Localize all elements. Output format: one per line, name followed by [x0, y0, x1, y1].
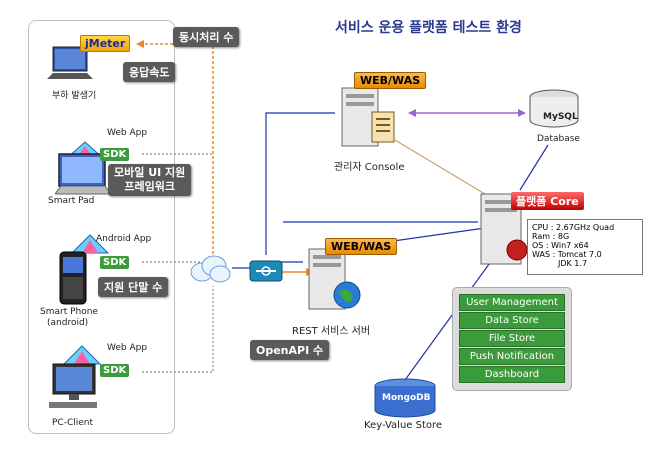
mobile-ui-metric-line1: 모바일 UI 지원 — [114, 166, 186, 179]
prism-icon — [70, 234, 110, 254]
switch-icon — [249, 260, 283, 282]
cloud-icon — [190, 255, 231, 283]
mongodb-icon — [374, 378, 436, 418]
phone-app-type: Android App — [96, 234, 152, 244]
pc-caption: PC-Client — [52, 418, 94, 428]
tablet-icon — [55, 153, 112, 195]
core-spec-os: OS : Win7 x64 — [532, 241, 589, 250]
mobile-ui-metric-line2: 프레임워크 — [124, 180, 175, 193]
admin-server-caption: 관리자 Console — [334, 162, 405, 173]
core-spec-jdk: JDK 1.7 — [558, 259, 588, 268]
openapi-metric: OpenAPI 수 — [250, 340, 330, 360]
core-spec-ram: Ram : 8G — [532, 232, 570, 241]
module-push-notification: Push Notification — [459, 348, 565, 365]
core-spec-box: CPU : 2.67GHz Quad Ram : 8G OS : Win7 x6… — [527, 219, 643, 275]
desktop-icon — [49, 363, 97, 408]
core-spec-cpu: CPU : 2.67GHz Quad — [532, 223, 615, 232]
mongodb-name: MongoDB — [382, 393, 431, 403]
concurrent-metric: 동시처리 수 — [173, 27, 240, 47]
pc-link-line — [142, 286, 214, 373]
db-admin-arrow-left — [408, 109, 416, 117]
pad-app-type: Web App — [107, 128, 148, 138]
db-core-line — [519, 144, 549, 191]
mongodb-caption: Key-Value Store — [364, 420, 443, 431]
jmeter-badge: jMeter — [80, 35, 131, 52]
pad-sdk-badge: SDK — [100, 148, 130, 161]
database-name: MySQL — [543, 112, 578, 122]
pc-app-type: Web App — [107, 343, 148, 353]
admin-server-icon — [341, 87, 395, 147]
admin-link-line — [265, 112, 335, 255]
database-caption: Database — [537, 134, 580, 144]
phone-caption: Smart Phone — [40, 307, 98, 317]
module-dashboard: Dashboard — [459, 366, 565, 383]
smartphone-icon — [59, 251, 87, 305]
mobile-ui-metric: 모바일 UI 지원 프레임워크 — [108, 164, 192, 196]
rest-server-tag: WEB/WAS — [325, 238, 398, 255]
rest-server-icon — [308, 248, 361, 310]
database-icon — [529, 89, 579, 128]
diagram-title: 서비스 운용 플랫폼 테스트 환경 — [335, 20, 522, 36]
devices-metric: 지원 단말 수 — [98, 277, 169, 297]
phone-caption-sub: (android) — [47, 318, 89, 328]
core-tag: 플랫폼 Core — [511, 192, 584, 210]
mongo-core-line — [404, 259, 493, 381]
rest-server-caption: REST 서비스 서버 — [292, 326, 371, 337]
module-user-management: User Management — [459, 294, 565, 311]
load-generator-caption: 부하 발생기 — [52, 91, 97, 101]
admin-server-tag: WEB/WAS — [354, 72, 427, 89]
load-path-arrow — [136, 40, 144, 48]
core-spec-was: WAS : Tomcat 7.0 — [532, 250, 602, 259]
module-data-store: Data Store — [459, 312, 565, 329]
response-speed-metric: 응답속도 — [123, 62, 176, 82]
pc-sdk-badge: SDK — [100, 364, 130, 377]
phone-sdk-badge: SDK — [100, 256, 130, 269]
module-file-store: File Store — [459, 330, 565, 347]
db-admin-arrow-right — [518, 109, 526, 117]
pad-caption: Smart Pad — [48, 196, 95, 206]
